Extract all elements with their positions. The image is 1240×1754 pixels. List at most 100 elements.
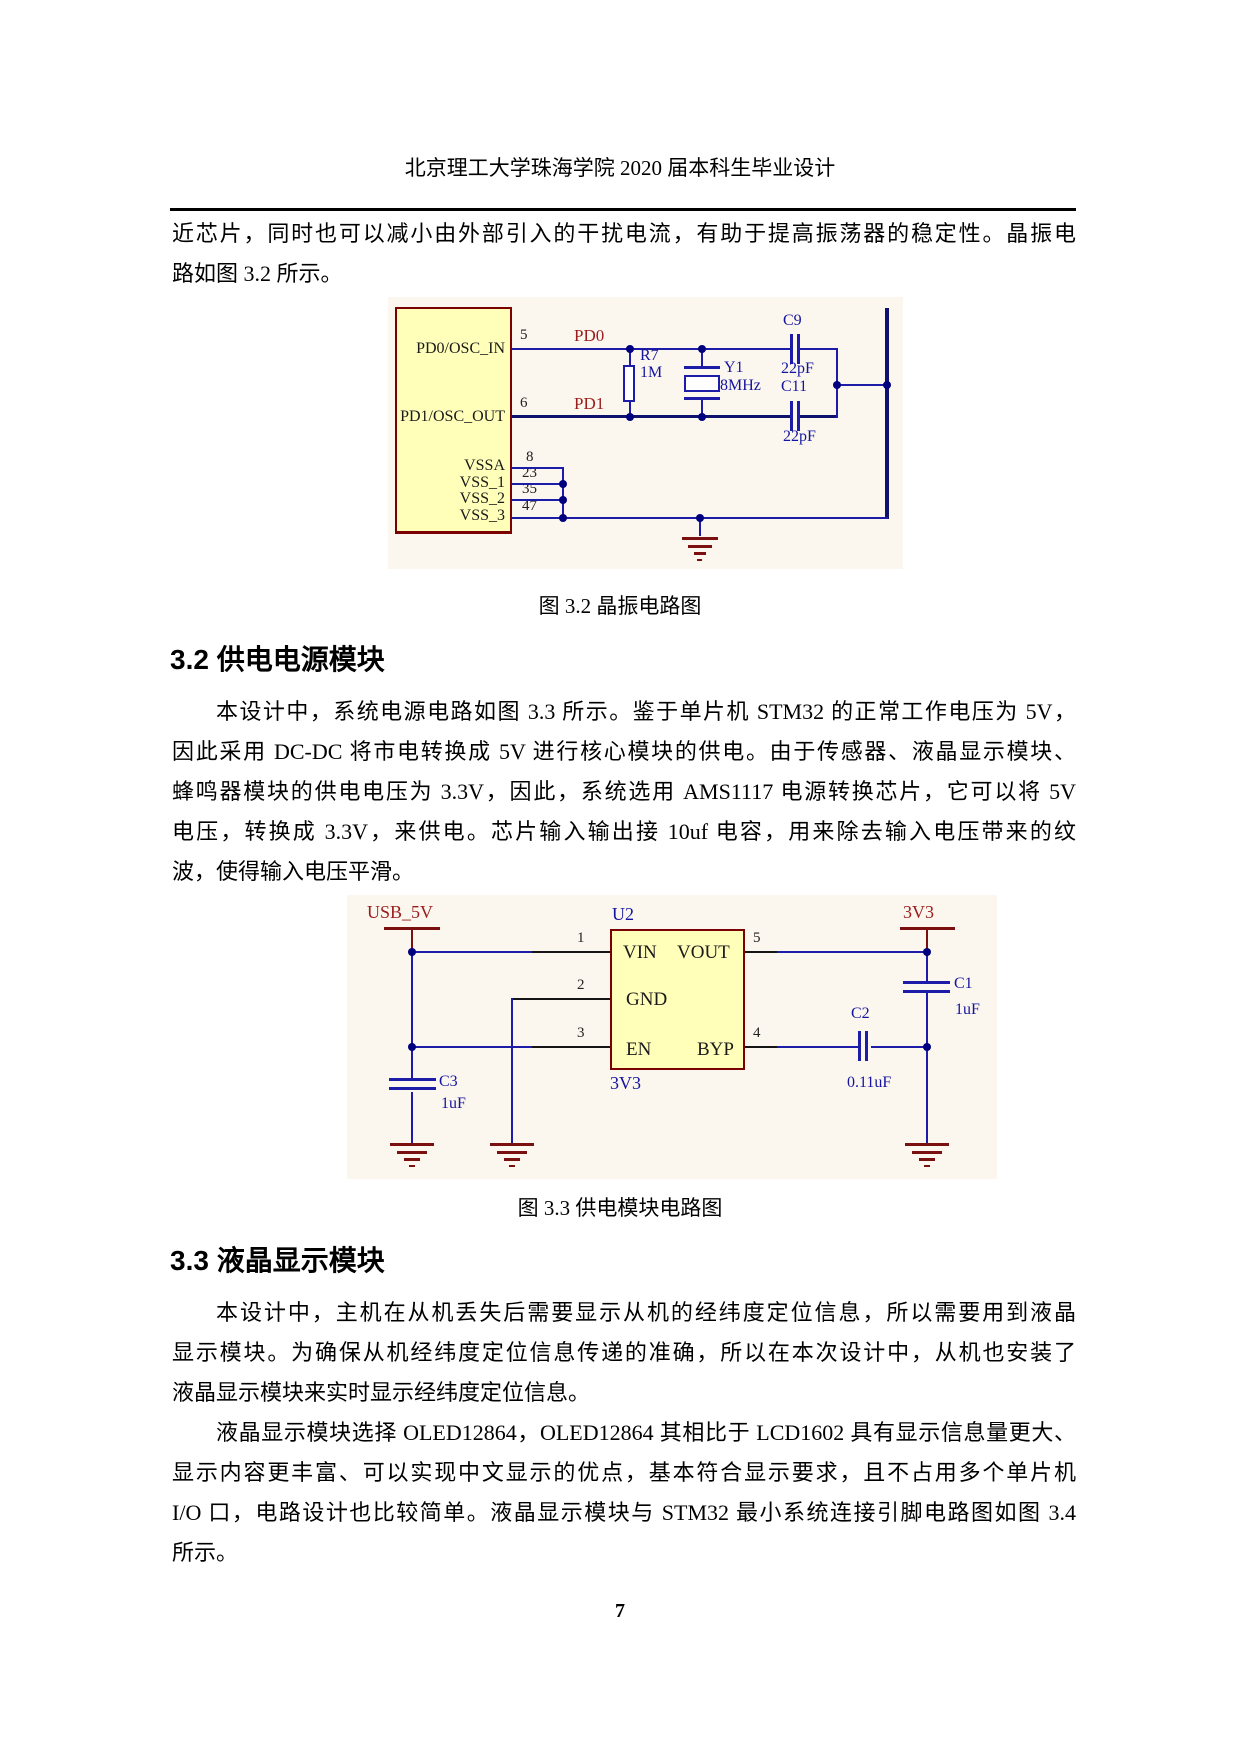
capacitor-ref: C1 [954,975,973,992]
wire [512,415,790,418]
text-line: 波，使得输入电压平滑。 [172,859,415,884]
figure-caption: 图 3.2 晶振电路图 [538,594,702,618]
resistor-r7 [623,365,635,402]
text-line: I/O 口，电路设计也比较简单。液晶显示模块与 STM32 最小系统连接引脚电路… [172,1500,1076,1525]
wire [836,384,888,386]
text-line: 本设计中，系统电源电路如图 3.3 所示。鉴于单片机 STM32 的正常工作电压… [216,699,1076,724]
text-line: 所示。 [172,1540,239,1565]
text-line: 因此采用 DC-DC 将市电转换成 5V 进行核心模块的供电。由于传感器、液晶显… [172,739,1076,764]
pin-number: 4 [753,1025,761,1041]
junction-dot [559,496,567,504]
ground-bar [924,1165,930,1167]
ground-bar [682,537,718,540]
text-line: 显示内容更丰富、可以实现中文显示的优点，基本符合显示要求，且不占用多个单片机 [172,1460,1076,1485]
ground-bar [905,1143,949,1146]
crystal-plate [684,397,720,400]
text-line: 电压，转换成 3.3V，来供电。芯片输入输出接 10uf 电容，用来除去输入电压… [172,819,1076,844]
wire [562,467,564,519]
pin-stub [532,1046,610,1048]
wire [512,467,564,469]
chip-pin-label: GND [626,989,668,1010]
ground-symbol [905,1143,949,1169]
chip-pin-label: VSS_3 [459,507,505,524]
wire [411,951,532,953]
ground-bar [397,1151,427,1154]
wire [701,398,703,417]
wire-bus [885,308,889,519]
capacitor-plate [903,990,950,993]
chip-pin-label: VOUT [677,942,730,963]
wire [701,348,703,368]
pin-number: 1 [577,930,585,946]
ground-bar [497,1151,527,1154]
capacitor-value: 22pF [781,360,814,377]
pin-number: 3 [577,1025,585,1041]
junction-dot [833,381,841,389]
crystal-plate [684,366,720,369]
section-heading-3-2: 3.2 供电电源模块 [170,644,385,675]
junction-dot [923,1043,931,1051]
chip-pin-label: VIN [623,942,657,963]
chip-pin-label: VSS_2 [459,490,505,507]
capacitor-ref: C11 [781,378,808,395]
ground-symbol [390,1143,434,1169]
ground-bar [504,1158,520,1161]
net-label-usb5v: USB_5V [367,902,434,922]
page-header: 北京理工大学珠海学院 2020 届本科生毕业设计 [404,156,836,180]
text-line: 路如图 3.2 所示。 [172,261,343,286]
text-line: 液晶显示模块选择 OLED12864，OLED12864 其相比于 LCD160… [216,1420,1076,1445]
chip-pin-label: PD1/OSC_OUT [400,408,505,425]
capacitor-plate [865,1031,868,1061]
crystal-y1 [684,375,720,392]
capacitor-plate [790,334,793,364]
header-rule [170,208,1076,211]
text-line: 液晶显示模块来实时显示经纬度定位信息。 [172,1380,591,1405]
capacitor-value: 22pF [783,428,816,445]
capacitor-plate [797,401,800,431]
junction-dot [408,948,416,956]
pin-stub [511,998,610,1000]
capacitor-ref: C9 [783,312,802,329]
capacitor-plate [903,981,950,984]
capacitor-plate [858,1031,861,1061]
wire [777,951,927,953]
wire [871,1046,927,1048]
resistor-value: 1M [640,364,663,381]
figure-3-2-schematic: PD0/OSC_IN PD1/OSC_OUT VSSA VSS_1 VSS_2 … [388,297,903,569]
capacitor-plate [790,401,793,431]
power-rail-bar [384,927,440,930]
ground-bar [404,1158,420,1161]
text-line: 本设计中，主机在从机丢失后需要显示从机的经纬度定位信息，所以需要用到液晶 [216,1300,1076,1325]
ground-bar [688,545,712,548]
chip-pin-label: PD0/OSC_IN [416,340,505,357]
paragraph-lcd-2: 液晶显示模块选择 OLED12864，OLED12864 其相比于 LCD160… [172,1413,1076,1573]
ground-symbol [490,1143,534,1169]
junction-dot [626,345,634,353]
ground-bar [390,1143,434,1146]
figure-3-3-schematic: USB_5V 3V3 U2 VIN VOUT GND EN BYP 3V3 1 … [347,895,997,1179]
wire [512,483,564,485]
pin-number: 6 [520,395,528,411]
crystal-ref: Y1 [724,359,744,376]
wire [411,1092,413,1143]
junction-dot [626,413,634,421]
resistor-ref: R7 [640,347,659,364]
text-line: 显示模块。为确保从机经纬度定位信息传递的准确，所以在本次设计中，从机也安装了 [172,1340,1076,1365]
pin-number: 47 [522,498,537,514]
figure-caption: 图 3.3 供电模块电路图 [517,1196,723,1220]
capacitor-plate [797,334,800,364]
pin-number: 5 [753,930,761,946]
chip-ref: U2 [612,904,634,924]
wire [926,951,928,982]
page-number: 7 [615,1600,625,1622]
wire [629,401,631,417]
ground-bar [490,1143,534,1146]
mcu-chip-block [395,307,512,534]
wire [800,415,838,418]
power-rail-stub [411,929,413,952]
capacitor-ref: C3 [439,1073,458,1090]
capacitor-plate [389,1078,436,1081]
wire [512,499,564,501]
wire [699,517,701,536]
junction-dot [698,345,706,353]
